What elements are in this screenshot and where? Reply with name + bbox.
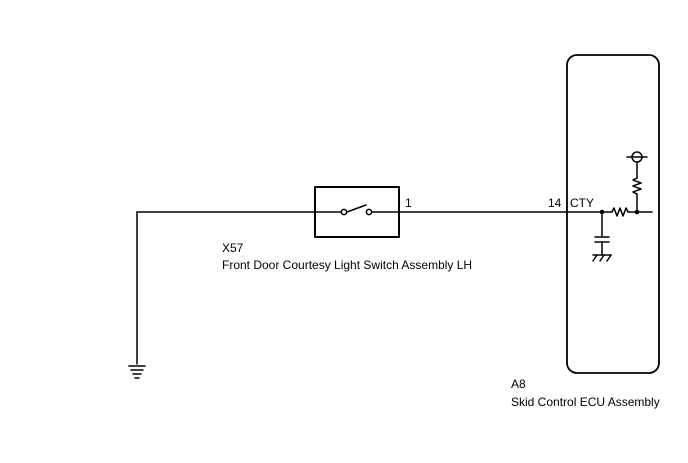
ecu-internal-circuit — [566, 151, 653, 262]
ecu-pin-label: 14 — [548, 196, 562, 210]
switch-code-label: X57 — [222, 241, 244, 255]
chassis-ground-icon — [592, 254, 612, 262]
resistor-icon — [632, 177, 642, 195]
switch-pin-label: 1 — [405, 196, 412, 210]
ecu-terminal-label: CTY — [570, 196, 594, 210]
ecu-name-label: Skid Control ECU Assembly — [511, 395, 660, 409]
switch-icon — [314, 204, 400, 216]
ground-icon — [128, 365, 146, 379]
ecu-box — [566, 54, 660, 374]
resistor-icon — [611, 207, 629, 217]
power-supply-icon — [626, 151, 648, 163]
ecu-code-label: A8 — [511, 377, 526, 391]
switch-name-label: Front Door Courtesy Light Switch Assembl… — [222, 258, 473, 272]
